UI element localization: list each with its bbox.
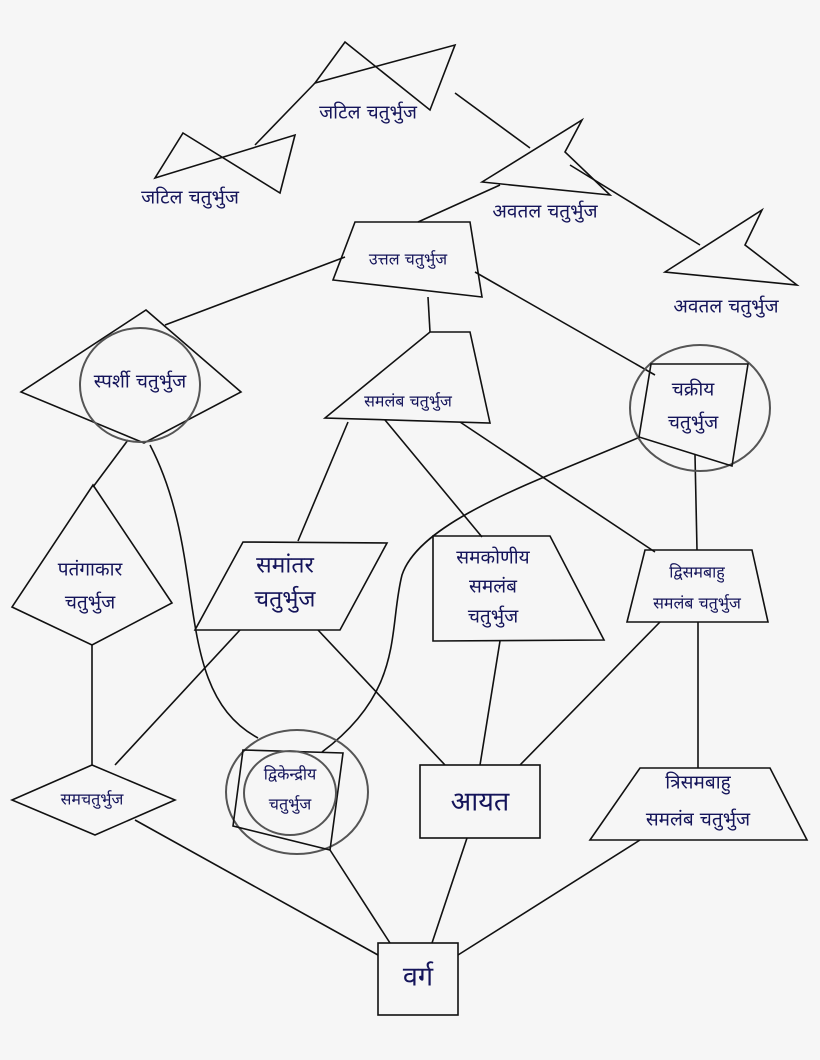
parallelogram-label-line-1: समांतर (256, 553, 314, 579)
node-concave-2: अवतल चतुर्भुज (662, 207, 800, 319)
rhombus-shape (9, 764, 178, 836)
isosceles-trapezoid-label-line-2: समलंब चतुर्भुज (653, 594, 742, 614)
node-convex: उत्तल चतुर्भुज (331, 221, 483, 298)
edge-bicentric-square (329, 849, 391, 944)
node-bicentric: द्विकेन्द्रीय चतुर्भुज (225, 729, 369, 855)
convex-label: उत्तल चतुर्भुज (369, 250, 448, 270)
square-shape (377, 942, 459, 1016)
node-trapezoid: समलंब चतुर्भुज (322, 331, 492, 424)
edges (91, 82, 701, 956)
edge-convex-cyclic (474, 271, 656, 376)
rectangle-label: आयत (451, 787, 510, 818)
node-cyclic: चक्रीय चतुर्भुज (629, 344, 771, 472)
kite-label-line-2: चतुर्भुज (65, 591, 116, 615)
concave-label: अवतल चतुर्भुज (673, 295, 779, 319)
tangential-label: स्पर्शी चतुर्भुज (94, 370, 187, 394)
node-complex-1: जटिल चतुर्भुज (313, 40, 457, 125)
trapezoid-label: समलंब चतुर्भुज (364, 392, 453, 412)
complex-quadrilateral-shape (153, 131, 297, 195)
parallelogram-label-line-2: चतुर्भुज (255, 586, 317, 614)
edge-parallelogram-rectangle (317, 629, 446, 766)
node-kite: पतंगाकार चतुर्भुज (10, 483, 174, 646)
node-concave-1: अवतल चतुर्भुज (479, 117, 613, 224)
edge-tri-square (457, 839, 641, 956)
edge-trapezoid-parallelogram (297, 421, 349, 542)
incircle (243, 750, 337, 836)
complex-label: जटिल चतुर्भुज (319, 101, 418, 125)
node-complex-2: जटिल चतुर्भुज (141, 131, 297, 210)
node-isosceles-trapezoid: द्विसमबाहु समलंब चतुर्भुज (625, 549, 769, 623)
edge-complex-concave (454, 92, 531, 149)
node-parallelogram: समांतर चतुर्भुज (193, 541, 389, 631)
right-trapezoid-label-line-2: समलंब (469, 576, 518, 598)
right-trapezoid-shape (432, 535, 606, 642)
edge-convex-tangential (164, 256, 346, 326)
tri-equilateral-trapezoid-shape (588, 767, 809, 841)
concave-label: अवतल चतुर्भुज (492, 200, 598, 224)
convex-quadrilateral-shape (331, 221, 483, 298)
edge-tangential-kite (92, 439, 129, 488)
cyclic-label-line-2: चतुर्भुज (668, 411, 719, 435)
bicentric-label-line-2: चतुर्भुज (269, 795, 313, 815)
incircle (79, 327, 201, 443)
right-trapezoid-label-line-1: समकोणीय (456, 546, 530, 569)
complex-quadrilateral-shape (313, 40, 457, 112)
concave-quadrilateral-shape (662, 207, 800, 287)
rhombus-label: समचतुर्भुज (61, 790, 125, 810)
parallelogram-shape (193, 541, 389, 631)
square-label: वर्ग (403, 961, 434, 993)
node-rectangle: आयत (419, 764, 541, 839)
rectangle-shape (419, 764, 541, 839)
tri-trapezoid-label-line-2: समलंब चतुर्भुज (646, 808, 751, 832)
edge-cyclic-bicentric (321, 436, 641, 753)
node-right-trapezoid: समकोणीय समलंब चतुर्भुज (432, 535, 606, 642)
edge-rectangle-square (431, 837, 468, 944)
circumcircle (629, 344, 771, 472)
node-tri-equilateral-trapezoid: त्रिसमबाहु समलंब चतुर्भुज (588, 767, 809, 841)
edge-tangential-bicentric (149, 444, 259, 739)
node-rhombus: समचतुर्भुज (9, 764, 178, 836)
edge-complex-complex (254, 82, 316, 146)
edge-isosceles-rectangle (519, 621, 661, 766)
edge-trapezoid-isosceles (459, 421, 656, 553)
node-tangential: स्पर्शी चतुर्भुज (19, 309, 243, 444)
isosceles-trapezoid-shape (625, 549, 769, 623)
tangential-quadrilateral-shape (19, 309, 243, 444)
bicentric-quadrilateral-shape (232, 749, 344, 851)
complex-label: जटिल चतुर्भुज (141, 186, 240, 210)
cyclic-label-line-1: चक्रीय (672, 378, 716, 401)
edge-convex-trapezoid (427, 296, 431, 333)
edge-concave-convex (417, 184, 501, 223)
edge-parallelogram-rhombus (114, 629, 241, 766)
isosceles-trapezoid-label-line-1: द्विसमबाहु (669, 563, 725, 584)
concave-quadrilateral-shape (479, 117, 613, 197)
tri-trapezoid-label-line-1: त्रिसमबाहु (665, 771, 731, 796)
right-trapezoid-label-line-3: चतुर्भुज (468, 605, 519, 629)
kite-label-line-1: पतंगाकार (58, 559, 124, 581)
cyclic-quadrilateral-shape (638, 363, 749, 468)
edge-trapezoid-right-trapezoid (384, 419, 483, 538)
trapezoid-shape (322, 331, 492, 424)
node-square: वर्ग (377, 942, 459, 1016)
bicentric-label-line-1: द्विकेन्द्रीय (264, 765, 317, 784)
kite-shape (10, 483, 174, 646)
edge-right-trapezoid-rectangle (479, 640, 501, 766)
edge-cyclic-isosceles (694, 454, 698, 551)
circumcircle (225, 729, 369, 855)
edge-rhombus-square (134, 819, 379, 956)
